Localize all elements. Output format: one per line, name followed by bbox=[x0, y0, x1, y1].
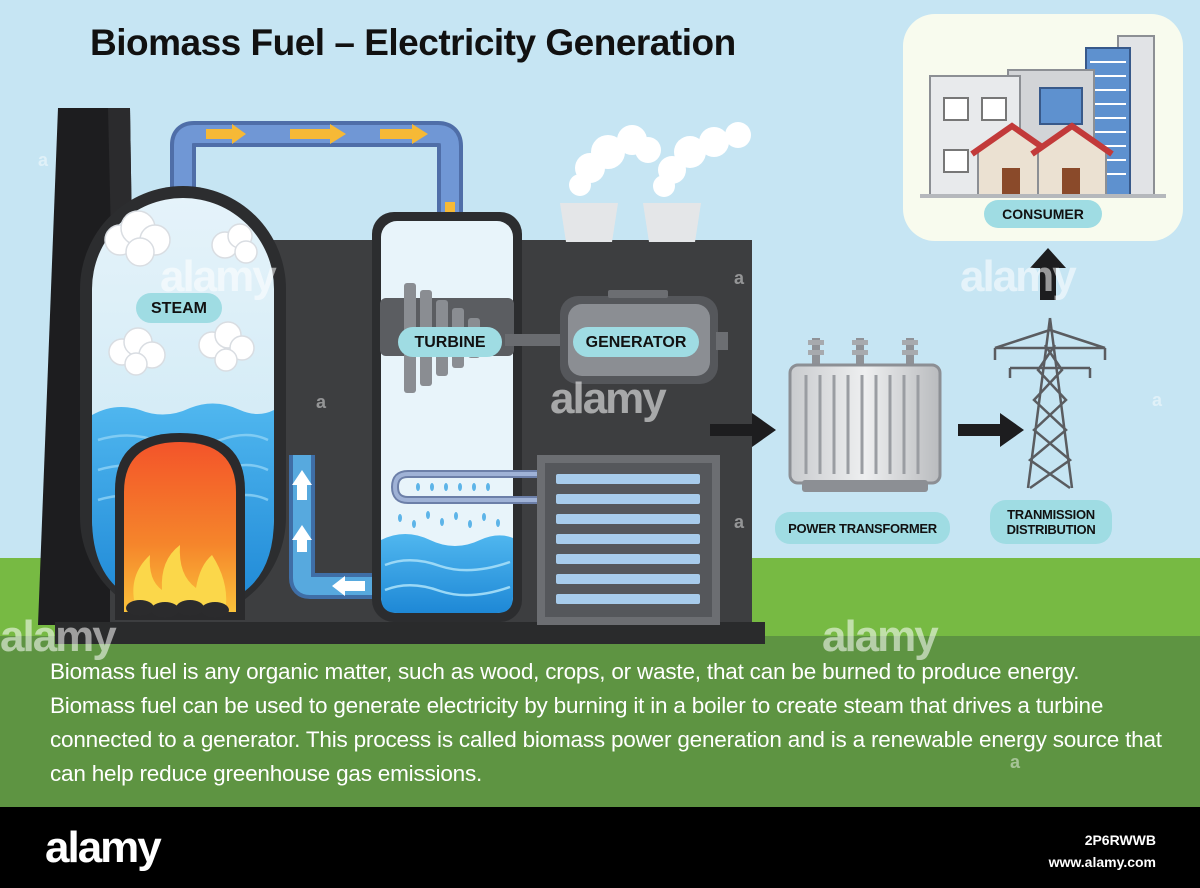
footer-bar: alamy 2P6RWWB www.alamy.com bbox=[0, 807, 1200, 888]
watermark-a: a bbox=[1010, 752, 1021, 772]
consumer-label: CONSUMER bbox=[984, 200, 1102, 228]
description-text: Biomass fuel is any organic matter, such… bbox=[50, 659, 1162, 786]
footer-image-id: 2P6RWWB bbox=[1084, 832, 1156, 848]
watermark-a: a bbox=[734, 268, 745, 288]
watermark-alamy: alamy bbox=[0, 612, 117, 661]
transmission-distribution-label: TRANMISSION DISTRIBUTION bbox=[990, 500, 1112, 544]
power-transformer-label: POWER TRANSFORMER bbox=[775, 512, 950, 544]
watermark-a: a bbox=[734, 512, 745, 532]
turbine-label: TURBINE bbox=[398, 327, 502, 357]
transmission-tower-icon bbox=[993, 317, 1107, 490]
transmission-label-line1: TRANMISSION bbox=[1007, 507, 1095, 522]
furnace-fire-icon bbox=[115, 433, 245, 620]
page-title: Biomass Fuel – Electricity Generation bbox=[90, 22, 736, 63]
radiator-grille bbox=[537, 455, 720, 625]
steam-label: STEAM bbox=[136, 293, 222, 323]
generator-label: GENERATOR bbox=[573, 327, 699, 357]
steam-cloud-icon bbox=[104, 210, 258, 376]
footer-logo: alamy bbox=[45, 823, 162, 872]
exhaust-steam-icon bbox=[569, 122, 751, 197]
watermark-alamy: alamy bbox=[160, 252, 277, 301]
watermark-alamy: alamy bbox=[960, 252, 1077, 301]
power-flow-arrows bbox=[710, 248, 1066, 447]
turbine-tank bbox=[372, 212, 575, 622]
condensate-return-pipe bbox=[289, 455, 382, 599]
footer-url: www.alamy.com bbox=[1048, 854, 1156, 870]
footer-image-info: 2P6RWWB www.alamy.com bbox=[1049, 829, 1156, 873]
diagram-artwork bbox=[0, 0, 1200, 807]
watermark-a: a bbox=[316, 392, 327, 412]
power-transformer-icon bbox=[788, 338, 942, 492]
description-band bbox=[0, 636, 1200, 807]
watermark-alamy: alamy bbox=[822, 612, 939, 661]
watermark-a: a bbox=[1152, 390, 1163, 410]
watermark-a: a bbox=[38, 150, 49, 170]
transmission-label-line2: DISTRIBUTION bbox=[1006, 522, 1096, 537]
cooling-stacks bbox=[560, 122, 751, 242]
watermark-alamy: alamy bbox=[550, 374, 667, 423]
consumer-buildings-icon bbox=[903, 14, 1183, 241]
